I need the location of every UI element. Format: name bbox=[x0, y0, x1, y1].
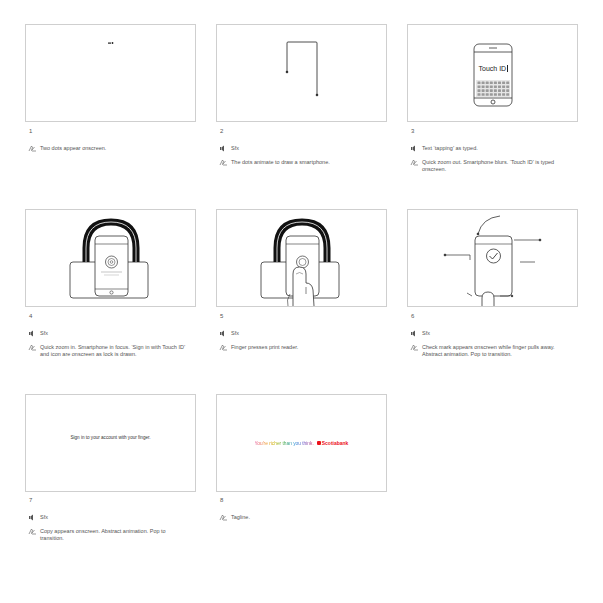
key bbox=[502, 93, 505, 96]
action-note: The dots animate to draw a smartphone. bbox=[231, 159, 381, 166]
key bbox=[482, 82, 485, 85]
pen-icon bbox=[29, 146, 36, 151]
key bbox=[486, 82, 489, 85]
frame-number: 6 bbox=[411, 313, 414, 320]
frame-number: 7 bbox=[29, 497, 32, 504]
action-note: Tagline. bbox=[231, 514, 381, 521]
key bbox=[478, 89, 481, 92]
pen-icon bbox=[220, 515, 227, 520]
key bbox=[482, 93, 485, 96]
onscreen-copy: Sign in to your account with your finger… bbox=[69, 435, 151, 440]
text-cursor bbox=[507, 65, 508, 72]
key bbox=[490, 82, 493, 85]
key bbox=[506, 93, 509, 96]
sound-note: Sfx bbox=[231, 330, 381, 337]
key bbox=[498, 93, 501, 96]
storyboard-frame: Sign in to your account with your finger… bbox=[25, 394, 196, 492]
pen-icon bbox=[29, 529, 36, 534]
brand-name: Scotiabank bbox=[322, 440, 349, 446]
logo-mark bbox=[317, 441, 321, 445]
key bbox=[478, 82, 481, 85]
sound-note: Sfx bbox=[40, 330, 190, 337]
key bbox=[490, 93, 493, 96]
key bbox=[494, 82, 497, 85]
check-phone bbox=[444, 216, 541, 306]
speaker-icon bbox=[29, 331, 33, 337]
key bbox=[494, 85, 497, 88]
brand-logo: Scotiabank bbox=[317, 440, 349, 446]
key bbox=[478, 85, 481, 88]
action-note: Check mark appears onscreen while finger… bbox=[422, 344, 572, 358]
speaker-icon bbox=[29, 515, 33, 521]
action-note: Copy appears onscreen. Abstract animatio… bbox=[40, 528, 190, 542]
drawing-lines bbox=[286, 42, 318, 96]
sound-note: Sfx bbox=[40, 514, 190, 521]
key bbox=[482, 85, 485, 88]
frame-number: 3 bbox=[411, 128, 414, 135]
action-note: Two dots appear onscreen. bbox=[40, 145, 190, 152]
lock-phone bbox=[70, 222, 148, 298]
key bbox=[502, 85, 505, 88]
key bbox=[490, 85, 493, 88]
sound-note: Sfx bbox=[422, 330, 572, 337]
keyboard-keys bbox=[478, 82, 510, 96]
phone-screen-text: Touch ID bbox=[476, 62, 510, 74]
action-note: Quick zoom in. Smartphone in focus. ‘Sig… bbox=[40, 344, 190, 358]
key bbox=[506, 85, 509, 88]
action-note: Finger presses print reader. bbox=[231, 344, 381, 351]
frame-number: 5 bbox=[220, 313, 223, 320]
pen-icon bbox=[29, 345, 36, 350]
key bbox=[502, 89, 505, 92]
frame-number: 8 bbox=[220, 497, 223, 504]
key bbox=[506, 89, 509, 92]
key bbox=[486, 93, 489, 96]
key bbox=[494, 89, 497, 92]
pen-icon bbox=[411, 345, 418, 350]
pen-icon bbox=[411, 160, 418, 165]
speaker-icon bbox=[220, 146, 224, 152]
frame-borders bbox=[26, 25, 578, 307]
key bbox=[498, 89, 501, 92]
speaker-icon bbox=[411, 331, 415, 337]
key bbox=[498, 85, 501, 88]
key bbox=[486, 85, 489, 88]
tagline: You're richer than you think. bbox=[255, 441, 314, 446]
key bbox=[494, 93, 497, 96]
sound-note: Text ‘tapping’ as typed. bbox=[422, 145, 572, 152]
key bbox=[498, 82, 501, 85]
frame-number: 1 bbox=[29, 128, 32, 135]
key bbox=[506, 82, 509, 85]
key bbox=[486, 89, 489, 92]
frame-number: 4 bbox=[29, 313, 32, 320]
pen-icon bbox=[220, 345, 227, 350]
lock-phone-finger bbox=[261, 222, 339, 306]
key bbox=[482, 89, 485, 92]
typed-text: Touch ID bbox=[479, 65, 507, 72]
storyboard-frame: You're richer than you think. Scotiabank bbox=[216, 394, 387, 492]
speaker-icon bbox=[220, 331, 224, 337]
speaker-icon bbox=[411, 146, 415, 152]
pen-icon bbox=[220, 160, 227, 165]
action-note: Quick zoom out. Smartphone blurs. ‘Touch… bbox=[422, 159, 572, 173]
key bbox=[502, 82, 505, 85]
smartphone bbox=[474, 44, 512, 106]
two-dots bbox=[108, 42, 113, 44]
frame-number: 2 bbox=[220, 128, 223, 135]
key bbox=[478, 93, 481, 96]
sound-note: Sfx bbox=[231, 145, 381, 152]
key bbox=[490, 89, 493, 92]
